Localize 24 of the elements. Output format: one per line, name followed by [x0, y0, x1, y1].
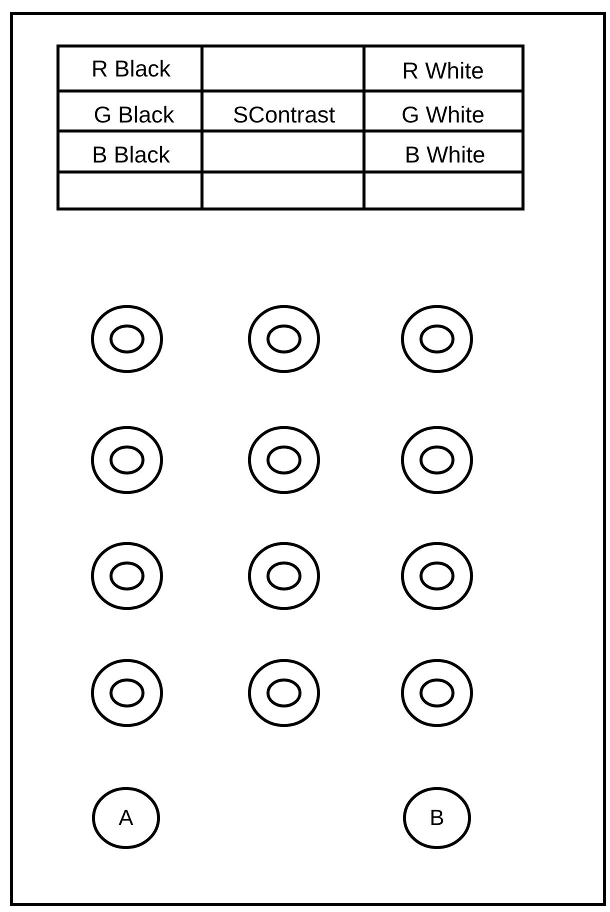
dial-knob — [91, 542, 163, 610]
panel-frame — [10, 12, 606, 906]
button-circle — [92, 787, 160, 849]
table-cell-text: R Black — [91, 56, 171, 82]
dial-knob — [401, 426, 473, 494]
dial-knob — [248, 426, 320, 494]
dial-knob — [91, 426, 163, 494]
dial-knob — [401, 659, 473, 727]
dial-knob — [248, 542, 320, 610]
dial-knob — [401, 305, 473, 373]
dial-knob — [248, 305, 320, 373]
button-label: A — [118, 805, 134, 831]
dial-knob — [401, 542, 473, 610]
button-label: B — [430, 805, 444, 831]
table-cell-text: SContrast — [232, 102, 336, 128]
dial-knob — [91, 305, 163, 373]
dial-knob — [248, 659, 320, 727]
table-cell-text: B White — [404, 142, 486, 168]
table-cell-text: G Black — [94, 102, 174, 128]
table-cell-text: B Black — [92, 142, 170, 168]
table-cell-text: R White — [402, 58, 484, 84]
dial-knob — [91, 659, 163, 727]
table-cell-text: G White — [401, 102, 485, 128]
button-circle — [403, 787, 471, 849]
